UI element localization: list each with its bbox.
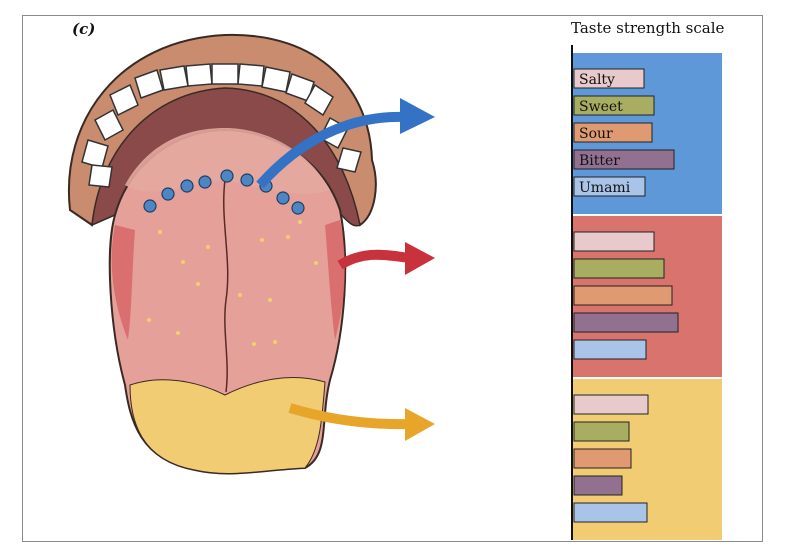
bar-sides-sour: [573, 285, 673, 306]
bar-tip-bitter: [573, 475, 623, 496]
taste-label-sour: Sour: [579, 126, 613, 142]
bar-sides-bitter: [573, 312, 679, 333]
bar-back-salty: [573, 68, 645, 89]
arrow-tip: [288, 403, 435, 441]
tongue-tip-region: [129, 377, 326, 474]
bar-back-bitter: [573, 149, 675, 170]
taste-label-sweet: Sweet: [579, 99, 623, 115]
bar-tip-sweet: [573, 421, 630, 442]
bar-sides-umami: [573, 339, 647, 360]
arrow-back: [256, 98, 435, 189]
bar-back-sour: [573, 122, 653, 143]
panel-label: (c): [72, 20, 96, 38]
bar-tip-umami: [573, 502, 648, 523]
median-groove: [223, 179, 229, 393]
tongue-back-region: [125, 128, 330, 194]
bar-sides-salty: [573, 231, 655, 252]
figure-frame: [22, 15, 763, 542]
taste-label-umami: Umami: [579, 180, 631, 196]
tongue-left-side-region: [111, 225, 135, 340]
bar-sides-sweet: [573, 258, 665, 279]
taste-label-salty: Salty: [579, 72, 615, 88]
bar-back-umami: [573, 176, 646, 197]
upper-teeth: [94, 63, 334, 142]
bar-tip-sour: [573, 448, 632, 469]
scale-title: Taste strength scale: [571, 19, 725, 37]
bar-tip-salty: [573, 394, 649, 415]
fungiform-papillae: [147, 220, 318, 346]
taste-label-bitter: Bitter: [579, 153, 620, 169]
arrow-sides: [337, 242, 435, 275]
bar-back-sweet: [573, 95, 655, 116]
tongue-right-side-region: [325, 220, 345, 340]
